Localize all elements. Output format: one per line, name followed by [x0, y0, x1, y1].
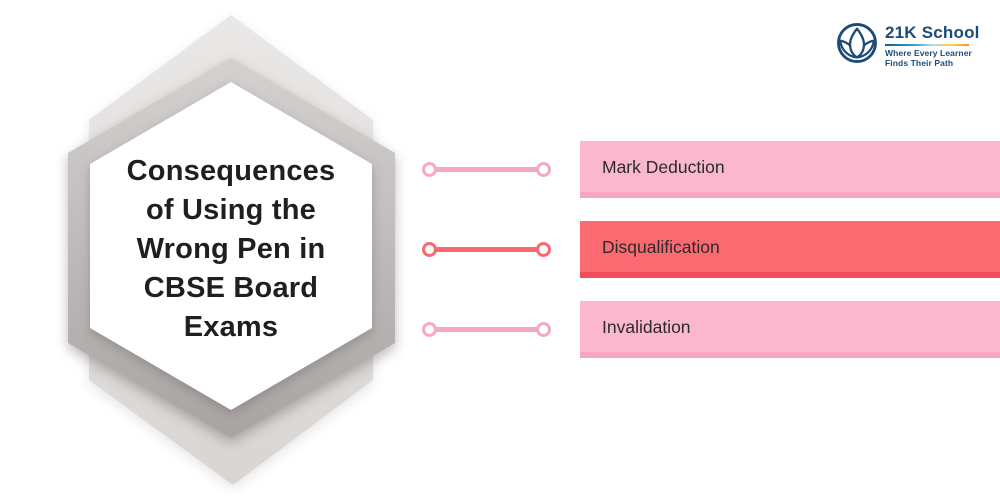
connector-line [430, 247, 544, 252]
bar-bottom-edge [580, 192, 1000, 198]
consequence-label: Disqualification [602, 236, 720, 257]
connector-dot-right [536, 242, 551, 257]
brand-gradient-rule [885, 44, 969, 46]
page-title-line: of Using the [146, 194, 316, 226]
page-title-line: Exams [183, 311, 279, 343]
connector-line [430, 327, 544, 332]
hexagon-inner-face [90, 82, 372, 410]
connector-dot-left [422, 242, 437, 257]
connector-dot-right [536, 162, 551, 177]
consequence-row-mark-deduction: Mark Deduction [0, 141, 1000, 198]
connector-dot-left [422, 162, 437, 177]
brand-logo: 21K School Where Every Learner Finds The… [836, 21, 980, 68]
bar-bottom-edge [580, 272, 1000, 278]
consequence-row-disqualification: Disqualification [0, 221, 1000, 278]
consequence-label: Invalidation [602, 316, 691, 337]
brand-name: 21K School [885, 23, 980, 42]
consequence-label: Mark Deduction [602, 156, 725, 177]
page-title: Consequences of Using the Wrong Pen in C… [66, 152, 396, 347]
brand-tagline: Where Every Learner Finds Their Path [885, 48, 980, 68]
brand-tagline-line: Where Every Learner [885, 48, 972, 58]
consequence-bar: Invalidation [580, 301, 1000, 358]
page-title-line: Consequences [126, 155, 336, 187]
consequence-row-invalidation: Invalidation [0, 301, 1000, 358]
consequence-bar: Mark Deduction [580, 141, 1000, 198]
brand-logo-text: 21K School Where Every Learner Finds The… [885, 21, 980, 68]
connector-dot-right [536, 322, 551, 337]
connector-dot-left [422, 322, 437, 337]
consequence-bar: Disqualification [580, 221, 1000, 278]
connector-line [430, 167, 544, 172]
bar-bottom-edge [580, 352, 1000, 358]
page-title-line: Wrong Pen in [136, 233, 326, 265]
brand-tagline-line: Finds Their Path [885, 57, 954, 68]
hexagon-graphic [68, 15, 395, 485]
page-title-line: CBSE Board [143, 272, 319, 304]
lotus-logo-icon [837, 23, 877, 63]
